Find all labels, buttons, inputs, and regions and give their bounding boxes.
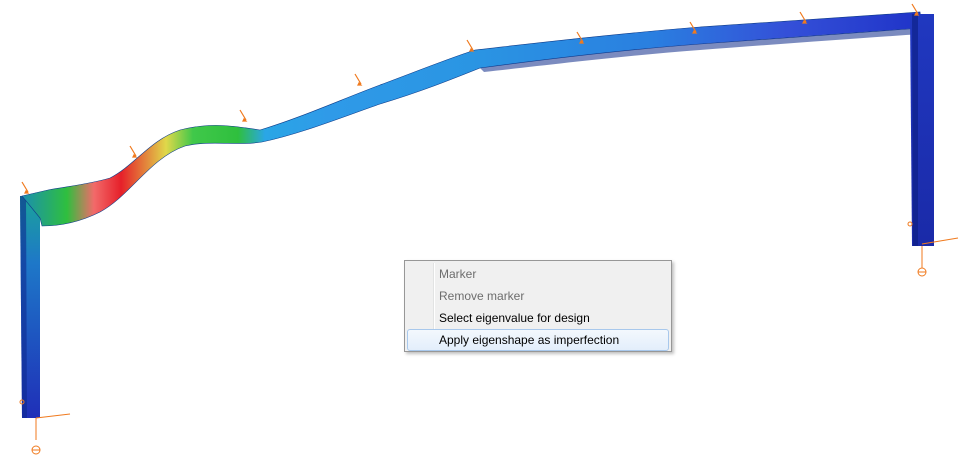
right-support — [907, 221, 959, 277]
menu-item-marker[interactable]: Marker — [439, 267, 477, 281]
menu-item-remove-marker[interactable]: Remove marker — [439, 289, 525, 303]
deformed-rafter — [21, 11, 923, 227]
left-column — [20, 196, 40, 418]
left-support — [19, 399, 71, 455]
load-arrows — [21, 3, 920, 194]
menu-item-apply-eigenshape[interactable]: Apply eigenshape as imperfection — [407, 329, 669, 351]
right-column — [910, 14, 934, 246]
menu-item-select-eigenvalue[interactable]: Select eigenvalue for design — [439, 311, 590, 325]
context-menu: Marker Remove marker Select eigenvalue f… — [404, 260, 672, 352]
